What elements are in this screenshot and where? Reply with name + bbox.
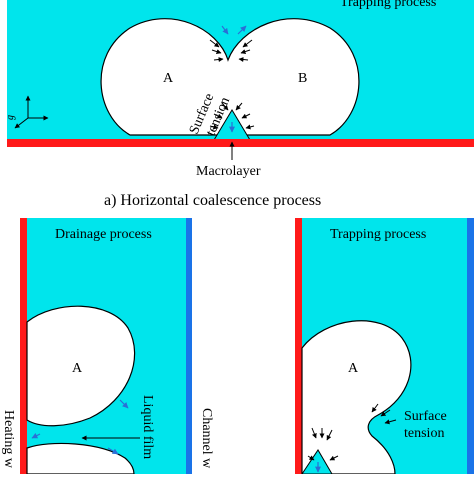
bubble-a-label-top: A — [163, 71, 174, 86]
drainage-title: Drainage process — [55, 227, 152, 242]
bubble-b-label-top: B — [298, 71, 307, 86]
heating-wall-label: Heating w — [1, 410, 16, 469]
flow-arrows-top — [221, 25, 247, 133]
drainage-panel: Drainage process A Liquid film Heating w… — [1, 218, 214, 475]
wedge-arrows — [209, 102, 255, 130]
macrolayer-label: Macrolayer — [196, 164, 261, 179]
heating-wall-right — [295, 218, 302, 474]
trapping-process-label-top: Trapping process — [340, 0, 436, 10]
film-flow-arrows — [31, 399, 129, 455]
heating-wall-left — [20, 218, 27, 474]
surface-word-right: Surface — [404, 409, 447, 424]
bubble-a-label-right: A — [348, 361, 359, 376]
bubble-a-lower-left — [26, 305, 136, 427]
bubble-a-label-left: A — [72, 361, 83, 376]
bubble-lower-left — [26, 442, 135, 475]
channel-wall-label: Channel w — [199, 408, 214, 469]
axis-icon — [14, 95, 49, 129]
caption-horizontal: a) Horizontal coalescence process — [104, 192, 321, 209]
trapping-title-right: Trapping process — [330, 227, 426, 242]
liquid-film-label: Liquid film — [140, 395, 155, 459]
vertical-trapping-panel: Trapping process A Surface tension — [295, 218, 474, 475]
merged-bubbles — [100, 18, 360, 136]
gravity-label: g — [5, 115, 16, 120]
channel-wall-right — [467, 218, 474, 474]
neck-arrows-right — [307, 403, 397, 461]
channel-wall-left — [186, 218, 192, 474]
surface-tension-label-right: Surface tension — [404, 409, 447, 441]
heated-wall-top — [7, 139, 474, 147]
horizontal-coalescence-panel: Trapping process A B Surface tension — [5, 0, 474, 179]
tension-word-right: tension — [404, 426, 444, 441]
neck-arrows-top — [209, 39, 253, 62]
